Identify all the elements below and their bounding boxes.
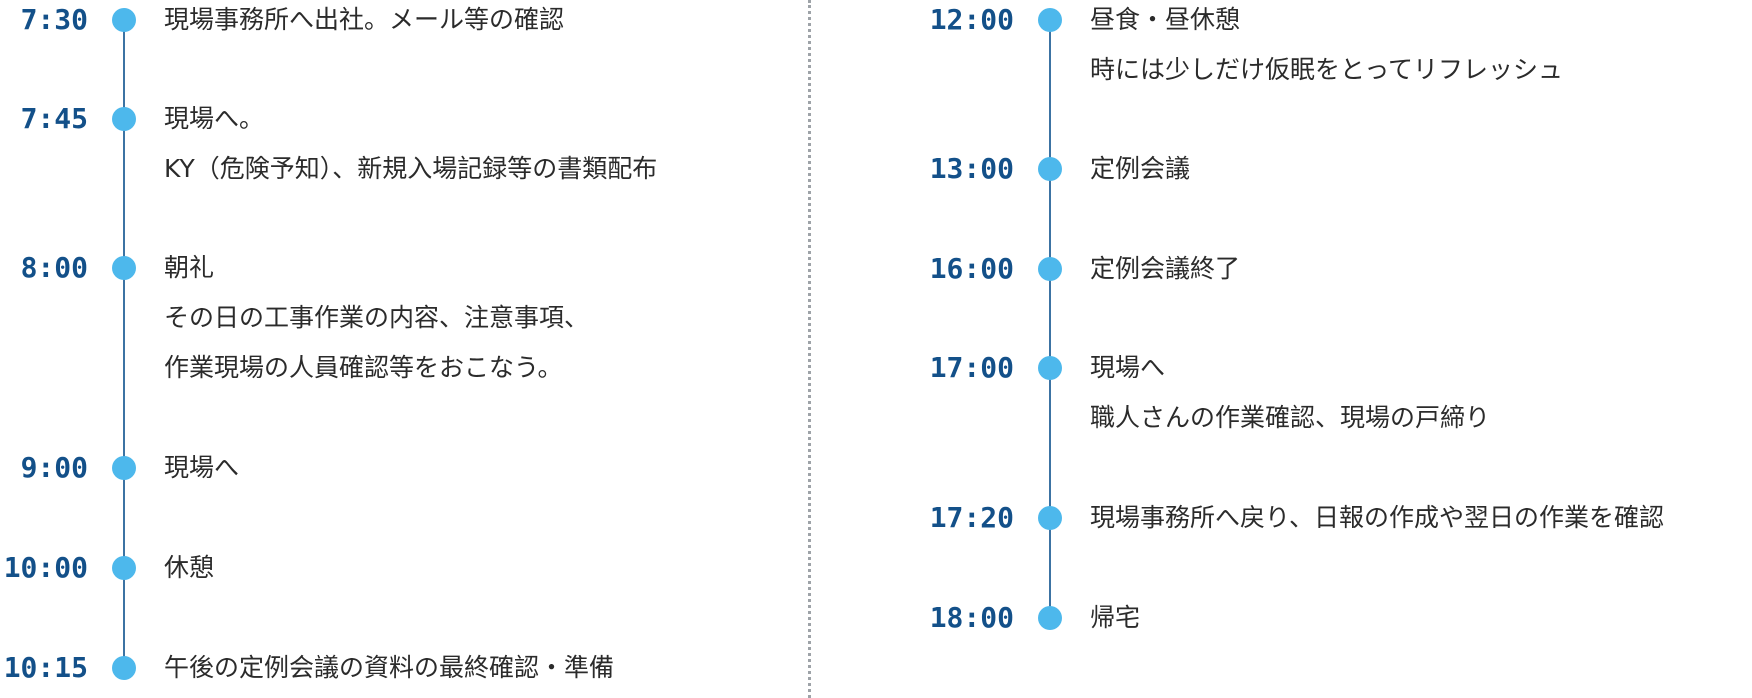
entry-line: KY（危険予知）、新規入場記録等の書類配布 [164,154,658,183]
entry-line: 時には少しだけ仮眠をとってリフレッシュ [1090,55,1564,84]
entry-line: 職人さんの作業確認、現場の戸締り [1090,403,1491,432]
entry-line: 定例会議 [1090,154,1191,183]
entry-line: 定例会議終了 [1090,254,1241,283]
timeline-dot [1038,157,1062,181]
entry-line: 帰宅 [1090,603,1141,632]
entry-description: 現場へ [164,443,239,493]
timeline-dot [112,456,136,480]
timeline-dot [1038,257,1062,281]
timeline-line-right [1049,20,1051,620]
entry-line: 午後の定例会議の資料の最終確認・準備 [164,653,615,682]
entry-time: 18:00 [929,601,1014,634]
column-divider [808,0,811,698]
entry-description: 帰宅 [1090,593,1140,643]
timeline-dot [112,556,136,580]
entry-time: 9:00 [20,451,88,484]
entry-description: 午後の定例会議の資料の最終確認・準備 [164,643,614,693]
entry-line: 現場事務所へ出社。メール等の確認 [164,5,565,34]
entry-line: 現場へ。 [164,104,265,133]
timeline-dot [1038,606,1062,630]
timeline-dot [112,656,136,680]
entry-description: 現場へ 職人さんの作業確認、現場の戸締り [1090,343,1490,443]
entry-description: 朝礼 その日の工事作業の内容、注意事項、 作業現場の人員確認等をおこなう。 [164,243,589,393]
entry-time: 17:00 [929,351,1014,384]
timeline-dot [1038,506,1062,530]
timeline-dot [1038,8,1062,32]
entry-description: 定例会議終了 [1090,244,1240,294]
entry-description: 定例会議 [1090,144,1190,194]
entry-description: 現場へ。 KY（危険予知）、新規入場記録等の書類配布 [164,94,657,194]
entry-time: 10:00 [3,551,88,584]
entry-line: 休憩 [164,553,215,582]
entry-time: 12:00 [929,3,1014,36]
timeline-right: 12:00 昼食・昼休憩 時には少しだけ仮眠をとってリフレッシュ 13:00 定… [826,0,1752,698]
entry-description: 現場事務所へ出社。メール等の確認 [164,0,564,45]
timeline-dot [112,256,136,280]
entry-time: 10:15 [3,651,88,684]
entry-description: 休憩 [164,543,214,593]
entry-description: 昼食・昼休憩 時には少しだけ仮眠をとってリフレッシュ [1090,0,1563,95]
entry-line: 現場事務所へ戻り、日報の作成や翌日の作業を確認 [1090,503,1665,532]
entry-line: その日の工事作業の内容、注意事項、 [164,303,590,332]
entry-time: 8:00 [20,251,88,284]
timeline-dot [112,107,136,131]
entry-time: 7:45 [20,102,88,135]
entry-line: 朝礼 [164,253,215,282]
timeline-left: 7:30 現場事務所へ出社。メール等の確認 7:45 現場へ。 KY（危険予知）… [0,0,790,698]
entry-time: 7:30 [20,3,88,36]
timeline-dot [1038,356,1062,380]
entry-line: 作業現場の人員確認等をおこなう。 [164,353,563,382]
entry-line: 現場へ [164,453,240,482]
entry-line: 昼食・昼休憩 [1090,5,1241,34]
entry-line: 現場へ [1090,353,1166,382]
entry-time: 13:00 [929,152,1014,185]
entry-time: 16:00 [929,252,1014,285]
entry-description: 現場事務所へ戻り、日報の作成や翌日の作業を確認 [1090,493,1664,543]
timeline-line-left [123,20,125,670]
entry-time: 17:20 [929,501,1014,534]
timeline-dot [112,8,136,32]
